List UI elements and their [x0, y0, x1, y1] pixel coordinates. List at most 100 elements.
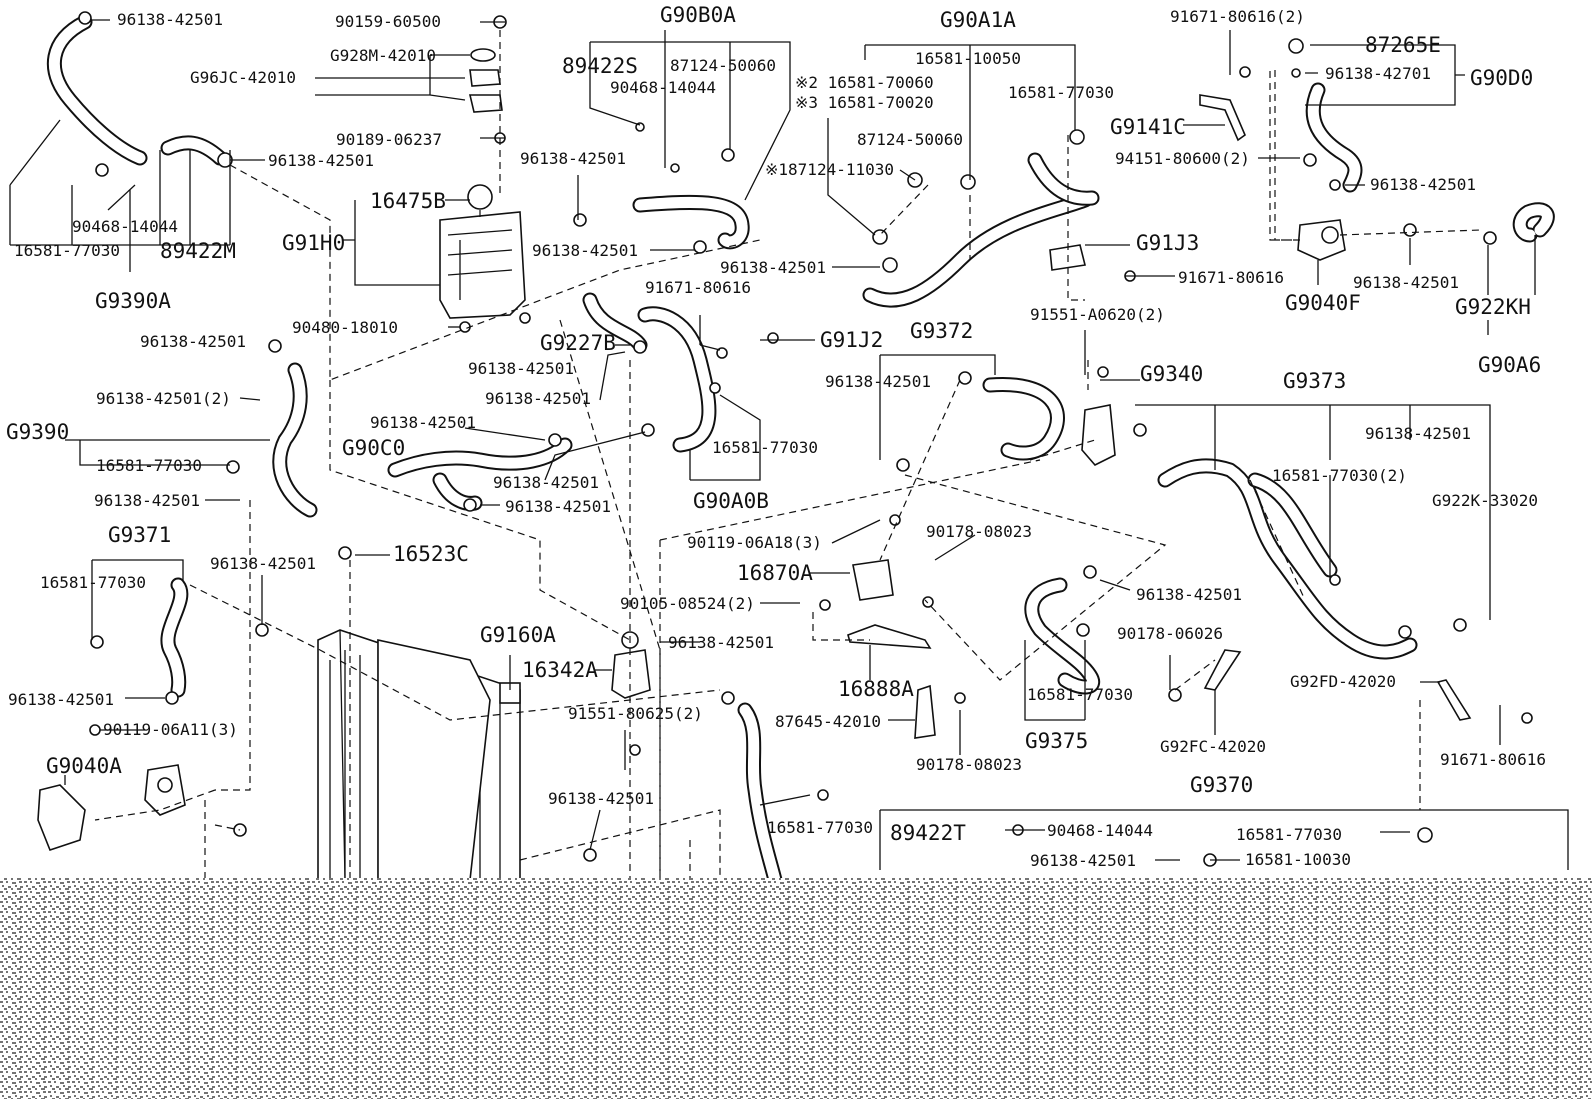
part-label-x-c1: 96138-42501: [210, 554, 316, 573]
part-label-g9390a-c1: 96138-42501: [117, 10, 223, 29]
part-label-g91j2: G91J2: [820, 328, 883, 352]
part-label-a-h1: 16581-10050: [915, 49, 1021, 68]
part-label-t-clip: 90189-06237: [336, 130, 442, 149]
part-label-g9370: G9370: [1190, 773, 1253, 797]
part-label-m-c3: 96138-42501: [825, 372, 931, 391]
part-label-g9373-k: G922K-33020: [1432, 491, 1538, 510]
part-label-b0b-h: 16581-77030: [712, 438, 818, 457]
part-label-g9371-h: 16581-77030: [40, 573, 146, 592]
part-label-r-bolt: 91551-A0620(2): [1030, 305, 1165, 324]
part-label-c0-c3: 96138-42501: [505, 497, 611, 516]
part-label-b-sw: 90468-14044: [610, 78, 716, 97]
hoses: [47, 14, 1555, 888]
part-label-d-bolt: 91671-80616(2): [1170, 7, 1305, 26]
part-label-g9373: G9373: [1283, 369, 1346, 393]
part-label-g9390: G9390: [6, 420, 69, 444]
part-label-g9375-w: 90178-06026: [1117, 624, 1223, 643]
part-label-g90d0: G90D0: [1470, 66, 1533, 90]
part-label-d-c2: 96138-42501: [1370, 175, 1476, 194]
part-label-v-16870a: 16870A: [737, 561, 813, 585]
part-label-g9390a-h: 16581-77030: [14, 241, 120, 260]
part-label-g9375: G9375: [1025, 729, 1088, 753]
part-label-l-c4: 96138-42501: [8, 690, 114, 709]
part-label-a-n3: ※3 16581-70020: [795, 93, 934, 112]
part-label-v-16888a: 16888A: [838, 677, 914, 701]
components: [37, 11, 1533, 881]
part-label-t-89422t: 89422T: [890, 821, 966, 845]
part-label-a-n1: ※187124-11030: [765, 160, 894, 179]
part-label-g9375-h: 16581-77030: [1027, 685, 1133, 704]
part-label-p-16342a: 16342A: [522, 658, 598, 682]
part-label-b-s: 89422S: [562, 54, 638, 78]
part-label-v-w: 90178-08023: [926, 522, 1032, 541]
part-label-bot-h: 16581-77030: [767, 818, 873, 837]
part-label-d-n: 94151-80600(2): [1115, 149, 1250, 168]
part-label-m-c1: 96138-42501: [468, 359, 574, 378]
part-label-g90c0: G90C0: [342, 436, 405, 460]
part-label-l-c2: 96138-42501(2): [96, 389, 231, 408]
part-label-b-c2: 96138-42501: [532, 241, 638, 260]
part-label-t-c: 96138-42501: [1030, 851, 1136, 870]
part-label-g9372: G9372: [910, 319, 973, 343]
part-label-g9390a-m: 89422M: [160, 239, 236, 263]
part-label-p-bolt: 91551-80625(2): [568, 704, 703, 723]
part-label-l-c3: 96138-42501: [94, 491, 200, 510]
dashed-lines: [94, 30, 1481, 880]
part-label-g9390a: G9390A: [95, 289, 171, 313]
part-label-bot-c: 96138-42501: [548, 789, 654, 808]
part-label-g9141c: G9141C: [1110, 115, 1186, 139]
part-label-t-h2: 16581-10030: [1245, 850, 1351, 869]
part-label-fd-bolt: 91671-80616: [1440, 750, 1546, 769]
part-label-g92fc: G92FC-42020: [1160, 737, 1266, 756]
scan-noise-band: [0, 878, 1592, 1099]
part-label-l-h: 16581-77030: [96, 456, 202, 475]
part-label-g9160a: G9160A: [480, 623, 556, 647]
part-label-d-c: 96138-42701: [1325, 64, 1431, 83]
part-label-v-w2: 90178-08023: [916, 755, 1022, 774]
part-label-a-h2: 16581-77030: [1008, 83, 1114, 102]
part-label-t-sw: 90468-14044: [1047, 821, 1153, 840]
part-label-j3-bolt: 91671-80616: [1178, 268, 1284, 287]
part-label-g9371: G9371: [108, 523, 171, 547]
part-label-g9390a-s: 90468-14044: [72, 217, 178, 236]
part-label-g90a6: G90A6: [1478, 353, 1541, 377]
part-label-t-gasket: G928M-42010: [330, 46, 436, 65]
part-label-l-bolt: 90119-06A11(3): [103, 720, 238, 739]
part-label-c0-c: 96138-42501: [370, 413, 476, 432]
part-label-g9040a: G9040A: [46, 754, 122, 778]
part-label-g90b0a: G90B0A: [660, 3, 736, 27]
part-label-c0-c2: 96138-42501: [493, 473, 599, 492]
part-label-g90a1a: G90A1A: [940, 8, 1016, 32]
part-label-v-bolt: 90119-06A18(3): [687, 533, 822, 552]
part-label-g922kh: G922KH: [1455, 295, 1531, 319]
part-label-g9375-c: 96138-42501: [1136, 585, 1242, 604]
part-label-g9373-c: 96138-42501: [1365, 424, 1471, 443]
labels: 96138-42501 96138-42501 90468-14044 16581-7…: [6, 3, 1546, 870]
part-label-t-bolt: 90159-60500: [335, 12, 441, 31]
part-label-m-bolt: 91671-80616: [645, 278, 751, 297]
leader-lines: [9, 19, 1569, 870]
part-label-g91h0: G91H0: [282, 231, 345, 255]
part-label-g9390a-c2: 96138-42501: [268, 151, 374, 170]
part-label-g9040f: G9040F: [1285, 291, 1361, 315]
part-label-a-p: 87124-50060: [857, 130, 963, 149]
part-label-p-c: 96138-42501: [668, 633, 774, 652]
part-label-v-br: 87645-42010: [775, 712, 881, 731]
part-label-t-16523c: 16523C: [393, 542, 469, 566]
part-label-d-p: 87265E: [1365, 33, 1441, 57]
part-label-b-p: 87124-50060: [670, 56, 776, 75]
part-label-v-bolt2: 90105-08524(2): [620, 594, 755, 613]
part-label-g9340: G9340: [1140, 362, 1203, 386]
part-label-a-n2: ※2 16581-70060: [795, 73, 934, 92]
part-label-m-c2: 96138-42501: [485, 389, 591, 408]
part-label-t-cap: 16475B: [370, 189, 446, 213]
part-label-d-c3: 96138-42501: [1353, 273, 1459, 292]
part-label-l-c1: 96138-42501: [140, 332, 246, 351]
part-label-g91j3: G91J3: [1136, 231, 1199, 255]
part-label-t-h1: 16581-77030: [1236, 825, 1342, 844]
part-label-g90a0b: G90A0B: [693, 489, 769, 513]
part-label-a-c: 96138-42501: [720, 258, 826, 277]
part-label-g9373-h: 16581-77030(2): [1272, 466, 1407, 485]
part-label-t-bracket: G96JC-42010: [190, 68, 296, 87]
